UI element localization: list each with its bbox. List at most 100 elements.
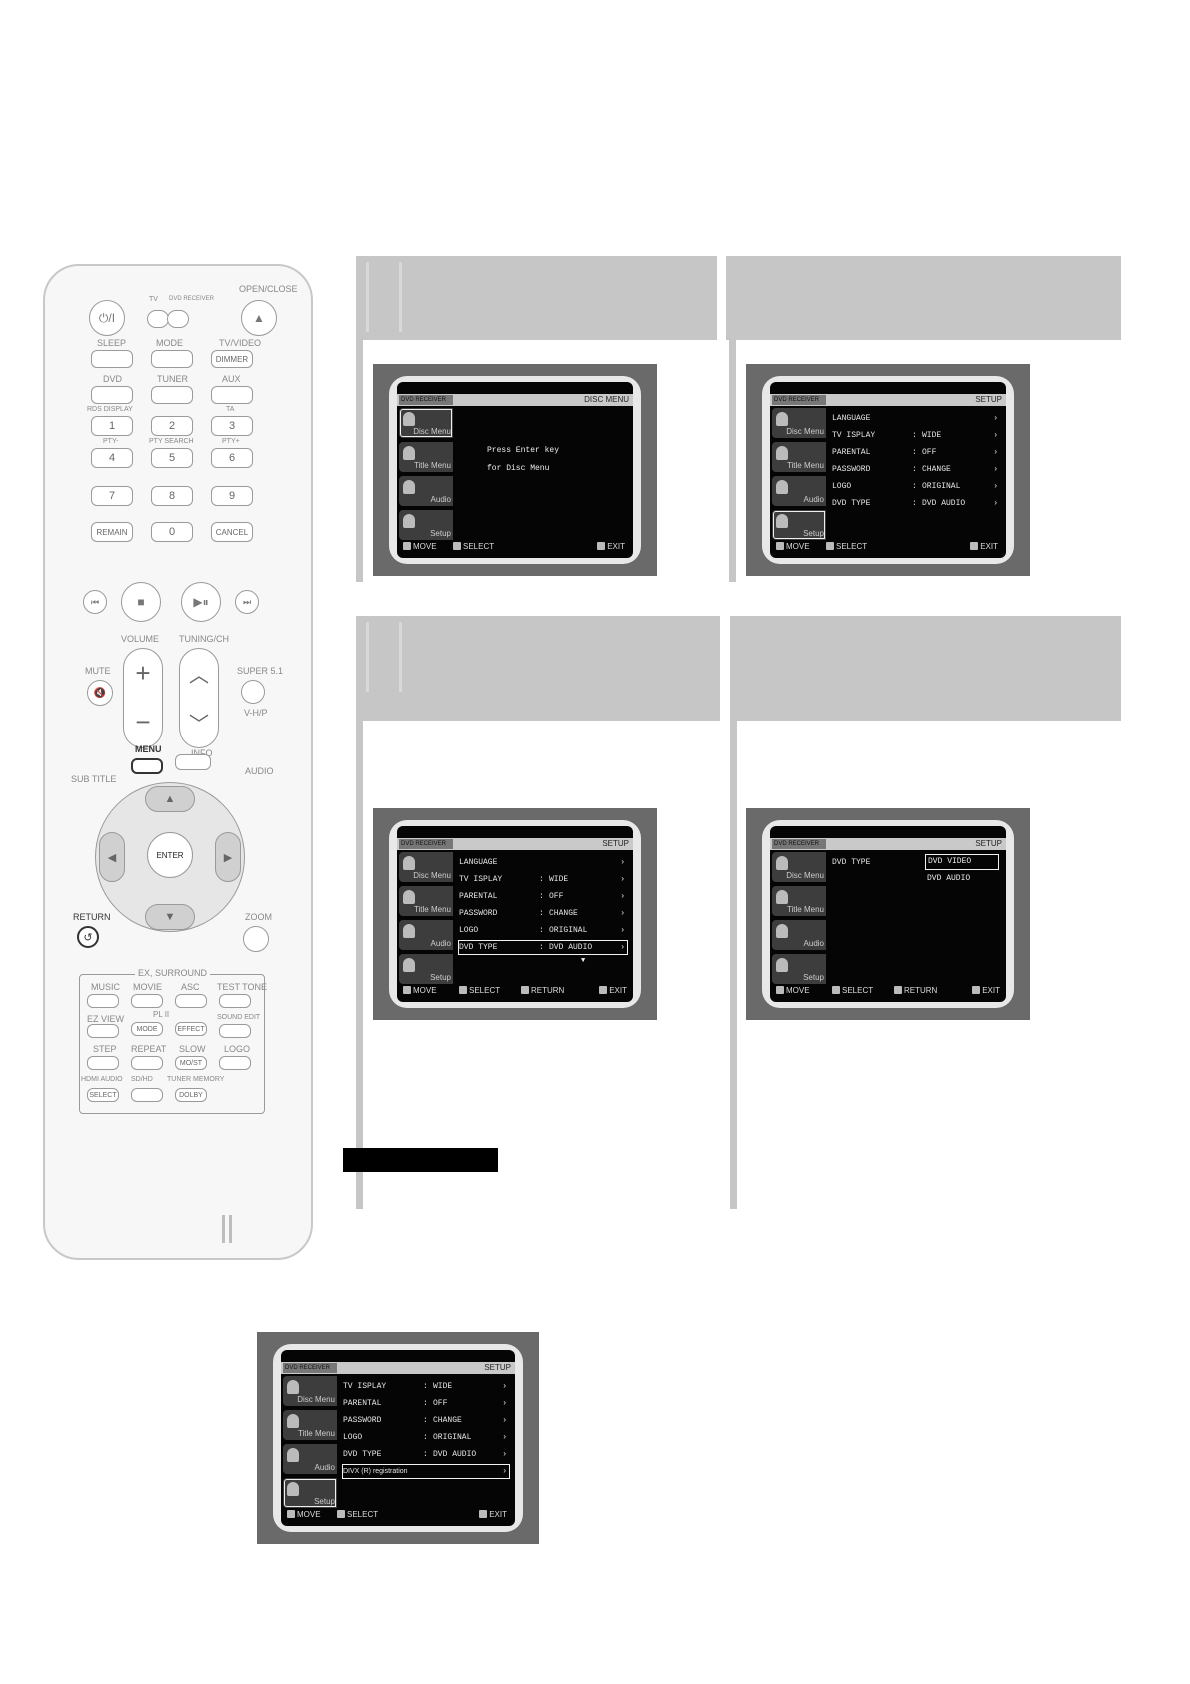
power-button[interactable]: ⏻/I: [89, 300, 125, 336]
pl-effect-button[interactable]: EFFECT: [175, 1022, 207, 1036]
vhp-button[interactable]: [241, 680, 265, 704]
menu-row-language[interactable]: LANGUAGE›: [457, 854, 629, 871]
sidebar-item-disc-menu[interactable]: Disc Menu: [399, 852, 453, 882]
hdmi-select-button[interactable]: SELECT: [87, 1088, 119, 1102]
open-close-button[interactable]: ▲: [241, 300, 277, 336]
sidebar-item-audio[interactable]: Audio: [772, 920, 826, 950]
sidebar-item-setup[interactable]: Setup: [399, 510, 453, 540]
volume-rocker[interactable]: +−: [123, 648, 163, 748]
asc-button[interactable]: [175, 994, 207, 1008]
sidebar-item-disc-menu[interactable]: Disc Menu: [283, 1376, 337, 1406]
digit-5-button[interactable]: 5: [151, 448, 193, 468]
footer-move: MOVE: [287, 1508, 321, 1522]
sidebar-item-disc-menu[interactable]: Disc Menu: [772, 408, 826, 438]
music-button[interactable]: [87, 994, 119, 1008]
menu-row-logo[interactable]: LOGO:ORIGINAL›: [341, 1429, 511, 1446]
sidebar-item-setup[interactable]: Setup: [772, 510, 826, 540]
remain-button[interactable]: REMAIN: [91, 522, 133, 542]
sd-hd-button[interactable]: [131, 1088, 163, 1102]
return-icon[interactable]: ↺: [77, 926, 99, 948]
option-dvd-video[interactable]: DVD VIDEO: [925, 854, 999, 870]
tuning-rocker[interactable]: ︿﹀: [179, 648, 219, 748]
sidebar-item-audio[interactable]: Audio: [399, 920, 453, 950]
digit-9-button[interactable]: 9: [211, 486, 253, 506]
movie-button[interactable]: [131, 994, 163, 1008]
menu-row-password[interactable]: PASSWORD:CHANGE›: [830, 461, 1002, 478]
menu-button[interactable]: [131, 758, 163, 774]
mode-button[interactable]: [151, 350, 193, 368]
menu-row-tv-display[interactable]: TV ISPLAY:WIDE›: [457, 871, 629, 888]
dvd-button[interactable]: [91, 386, 133, 404]
digit-1-button[interactable]: 1: [91, 416, 133, 436]
menu-row-tv-display[interactable]: TV ISPLAY:WIDE›: [830, 427, 1002, 444]
left-arrow-icon[interactable]: ◀: [99, 832, 125, 882]
sidebar-item-title-menu[interactable]: Title Menu: [283, 1410, 337, 1440]
skip-forward-icon[interactable]: ⏭: [235, 590, 259, 614]
sidebar-item-title-menu[interactable]: Title Menu: [772, 442, 826, 472]
pl-mode-button[interactable]: MODE: [131, 1022, 163, 1036]
sidebar-item-setup[interactable]: Setup: [399, 954, 453, 984]
enter-button[interactable]: ENTER: [147, 832, 193, 878]
menu-row-language[interactable]: LANGUAGE›: [830, 410, 1002, 427]
skip-back-icon[interactable]: ⏮: [83, 590, 107, 614]
digit-7-button[interactable]: 7: [91, 486, 133, 506]
digit-4-button[interactable]: 4: [91, 448, 133, 468]
sidebar-item-title-menu[interactable]: Title Menu: [772, 886, 826, 916]
channel-down-icon[interactable]: ﹀: [189, 714, 209, 736]
menu-row-dvd-type[interactable]: DVD TYPE:DVD AUDIO›: [830, 495, 1002, 512]
info-button[interactable]: [175, 754, 211, 770]
ez-view-button[interactable]: [87, 1024, 119, 1038]
up-arrow-icon[interactable]: ▲: [145, 786, 195, 812]
tuner-button[interactable]: [151, 386, 193, 404]
menu-row-tv-display[interactable]: TV ISPLAY:WIDE›: [341, 1378, 511, 1395]
menu-row-logo[interactable]: LOGO:ORIGINAL›: [457, 922, 629, 939]
cancel-button[interactable]: CANCEL: [211, 522, 253, 542]
sidebar-item-title-menu[interactable]: Title Menu: [399, 442, 453, 472]
right-arrow-icon[interactable]: ▶: [215, 832, 241, 882]
digit-2-button[interactable]: 2: [151, 416, 193, 436]
dvd-receiver-switch[interactable]: [167, 310, 189, 328]
sidebar-item-disc-menu[interactable]: Disc Menu: [399, 408, 453, 438]
digit-0-button[interactable]: 0: [151, 522, 193, 542]
play-pause-icon[interactable]: ▶⏸: [181, 582, 221, 622]
channel-up-icon[interactable]: ︿: [189, 665, 209, 687]
tv-switch[interactable]: [147, 310, 169, 328]
dimmer-button[interactable]: DIMMER: [211, 350, 253, 368]
sidebar-item-audio[interactable]: Audio: [772, 476, 826, 506]
mute-icon[interactable]: 🔇: [87, 680, 113, 706]
zoom-button[interactable]: [243, 926, 269, 952]
sidebar-item-audio[interactable]: Audio: [399, 476, 453, 506]
menu-row-logo[interactable]: LOGO:ORIGINAL›: [830, 478, 1002, 495]
sidebar-item-setup[interactable]: Setup: [772, 954, 826, 984]
dolby-button[interactable]: DOLBY: [175, 1088, 207, 1102]
menu-row-dvd-type[interactable]: DVD TYPE:DVD AUDIO›: [341, 1446, 511, 1463]
stop-icon[interactable]: ■: [121, 582, 161, 622]
sidebar-item-title-menu[interactable]: Title Menu: [399, 886, 453, 916]
digit-8-button[interactable]: 8: [151, 486, 193, 506]
logo-button[interactable]: [219, 1056, 251, 1070]
option-dvd-audio[interactable]: DVD AUDIO: [927, 874, 971, 883]
menu-row-password[interactable]: PASSWORD:CHANGE›: [457, 905, 629, 922]
sidebar-item-audio[interactable]: Audio: [283, 1444, 337, 1474]
step-button[interactable]: [87, 1056, 119, 1070]
aux-button[interactable]: [211, 386, 253, 404]
menu-row-parental[interactable]: PARENTAL:OFF›: [341, 1395, 511, 1412]
sleep-button[interactable]: [91, 350, 133, 368]
digit-6-button[interactable]: 6: [211, 448, 253, 468]
sound-edit-button[interactable]: [219, 1024, 251, 1038]
mo-st-button[interactable]: MO/ST: [175, 1056, 207, 1070]
menu-row-password[interactable]: PASSWORD:CHANGE›: [341, 1412, 511, 1429]
menu-row-parental[interactable]: PARENTAL:OFF›: [830, 444, 1002, 461]
volume-down-icon[interactable]: −: [135, 707, 151, 737]
digit-3-button[interactable]: 3: [211, 416, 253, 436]
repeat-button[interactable]: [131, 1056, 163, 1070]
volume-up-icon[interactable]: +: [135, 658, 151, 688]
menu-row-divx-registration[interactable]: DIVX (R) registration›: [341, 1463, 511, 1480]
menu-row-colon: :: [423, 1416, 428, 1425]
down-arrow-icon[interactable]: ▼: [145, 904, 195, 930]
menu-row-dvd-type[interactable]: DVD TYPE:DVD AUDIO›: [457, 939, 629, 956]
test-tone-button[interactable]: [219, 994, 251, 1008]
sidebar-item-setup[interactable]: Setup: [283, 1478, 337, 1508]
sidebar-item-disc-menu[interactable]: Disc Menu: [772, 852, 826, 882]
menu-row-parental[interactable]: PARENTAL:OFF›: [457, 888, 629, 905]
